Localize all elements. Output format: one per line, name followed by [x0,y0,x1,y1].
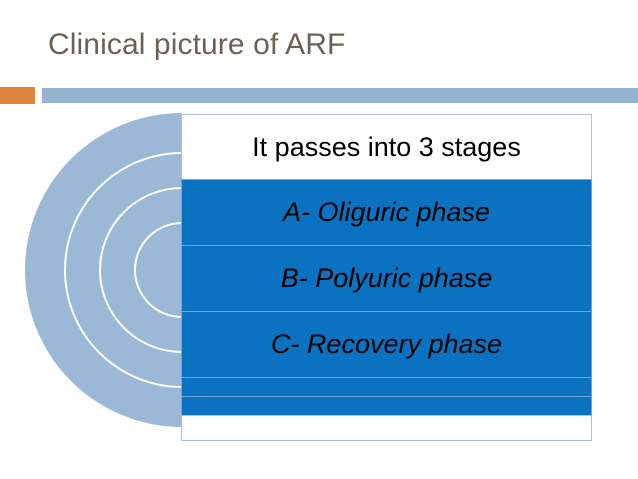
list-item-stage-b: B- Polyuric phase [181,245,592,312]
semicircle-arc-3 [99,187,183,353]
list-item-stage-c: C- Recovery phase [181,311,592,378]
title-divider-bar [42,88,638,103]
stage-c-text: C- Recovery phase [270,329,503,359]
semicircles-svg [25,113,183,427]
content-stack: It passes into 3 stages A- Oliguric phas… [181,114,592,441]
list-item-spacer-2 [181,396,592,416]
list-item-footer [181,415,592,441]
list-item-spacer-1 [181,377,592,397]
heading-text: It passes into 3 stages [252,131,521,162]
nested-semicircles-graphic [0,100,200,445]
semicircle-outer-fill [25,113,182,427]
list-item-heading: It passes into 3 stages [181,114,592,180]
stage-b-text: B- Polyuric phase [280,263,493,293]
page-title: Clinical picture of ARF [48,28,346,61]
stage-a-text: A- Oliguric phase [282,197,491,227]
list-item-stage-a: A- Oliguric phase [181,179,592,246]
accent-block [0,87,35,104]
semicircle-arc-2 [64,152,183,388]
semicircle-arc-4 [134,222,183,318]
